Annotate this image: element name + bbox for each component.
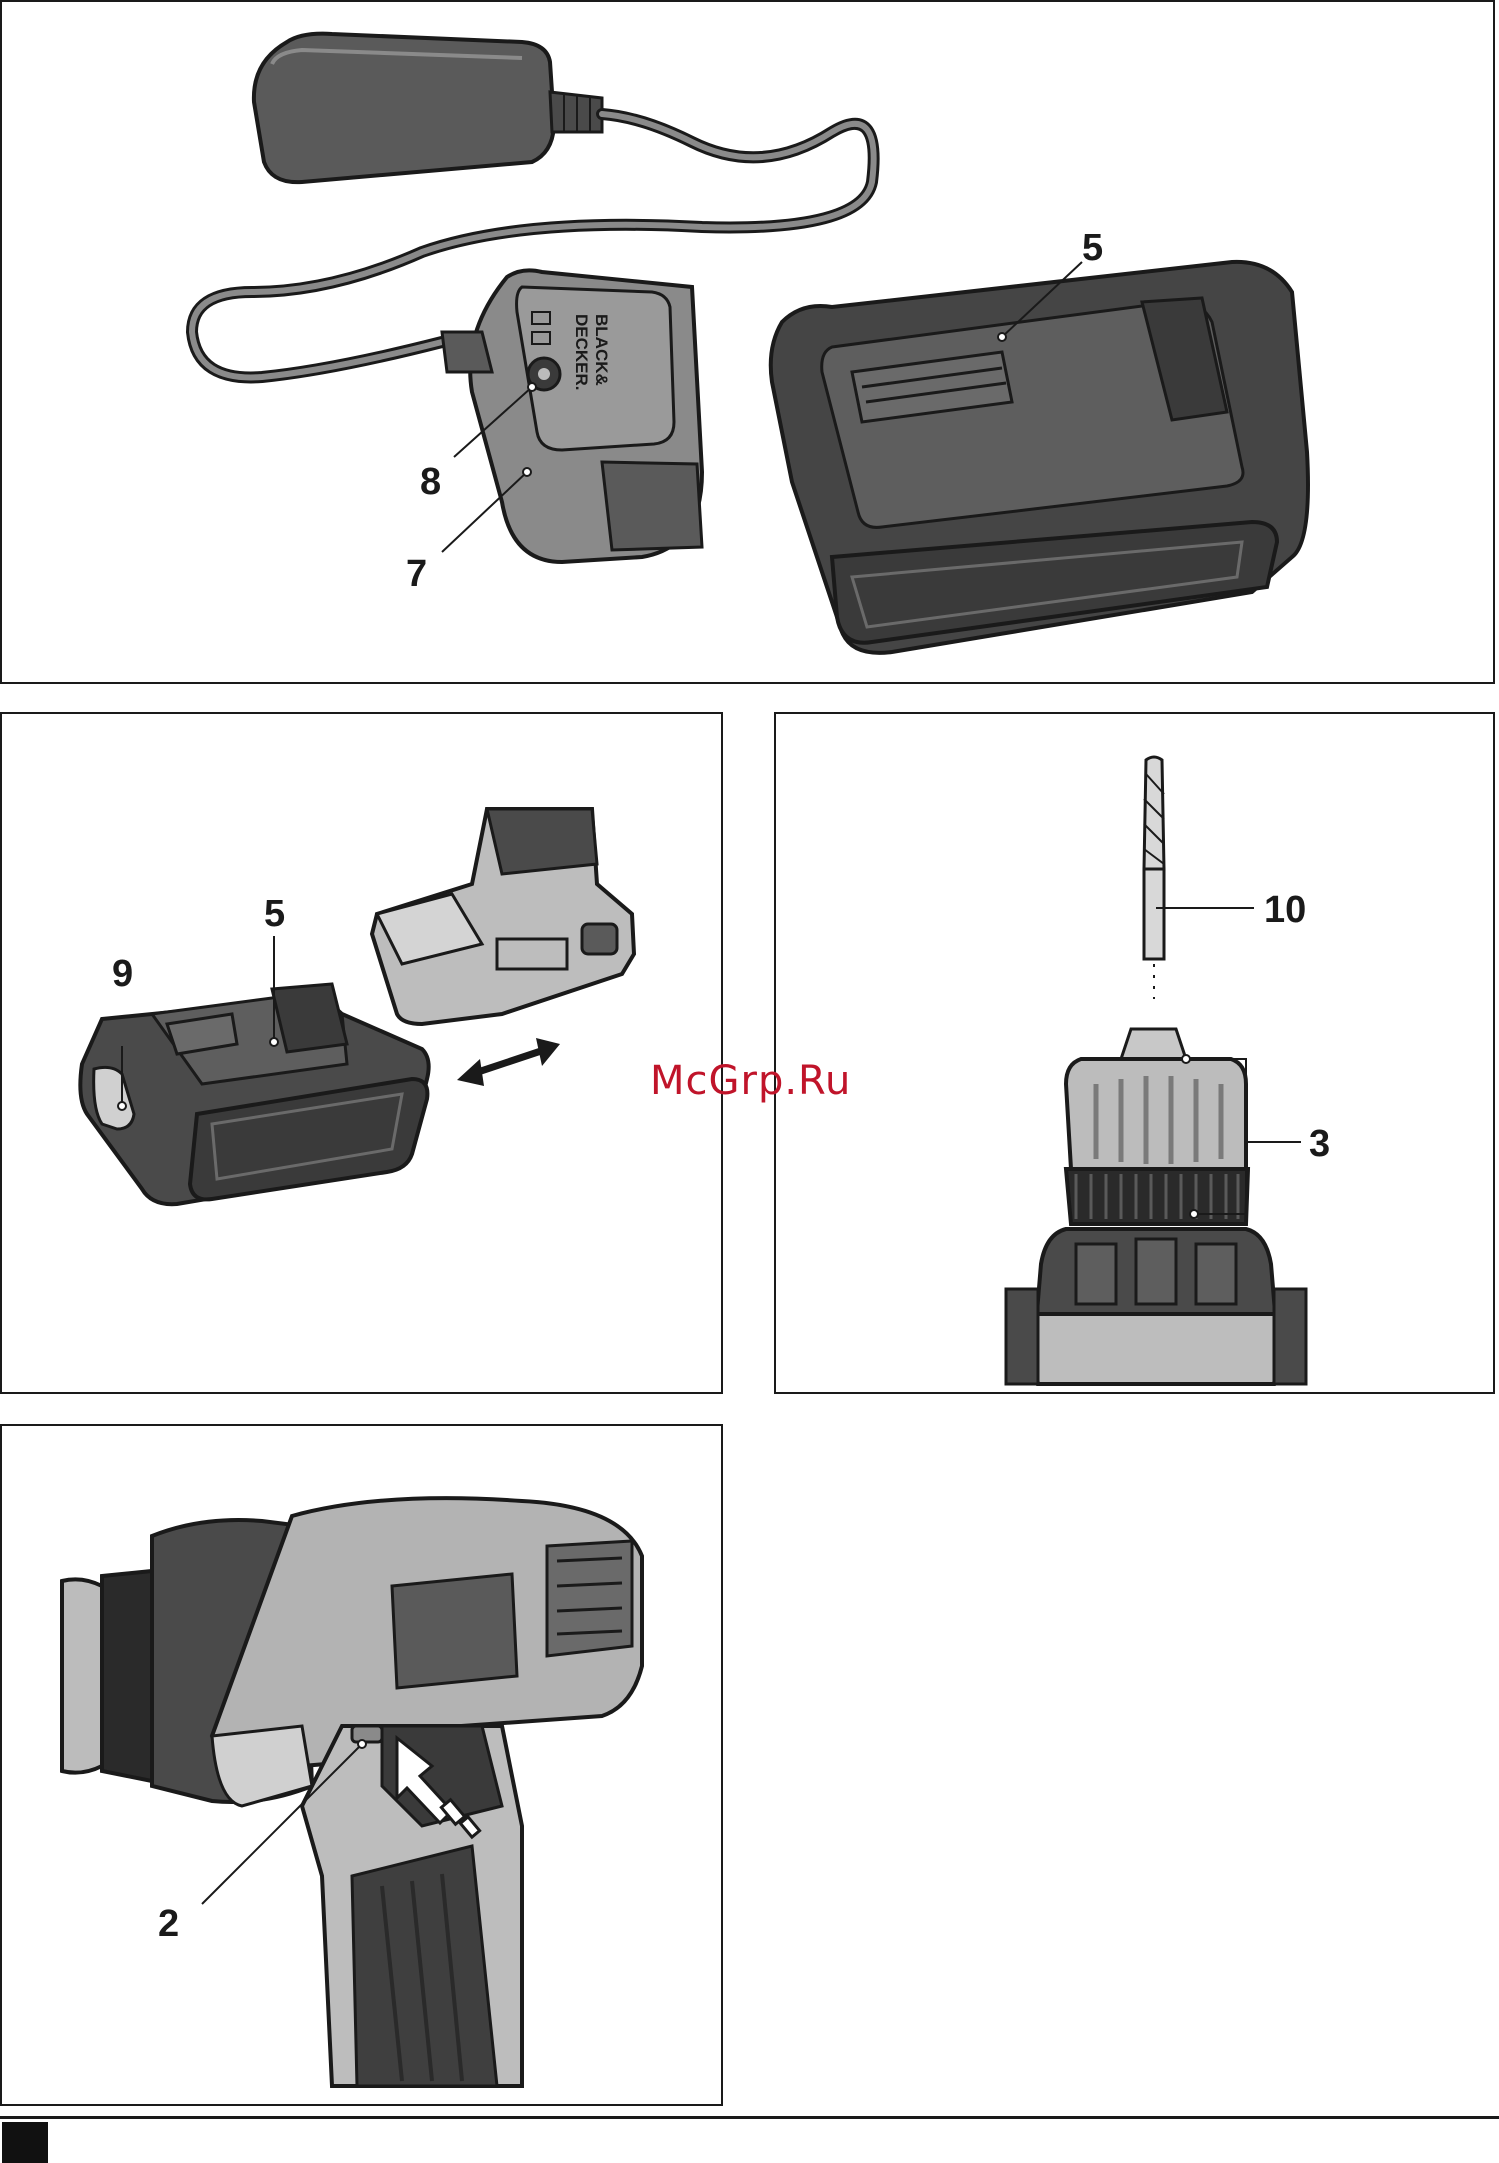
footer-rule bbox=[0, 2116, 1499, 2119]
svg-text:DECKER.: DECKER. bbox=[572, 314, 591, 391]
callout-7: 7 bbox=[406, 553, 427, 595]
figure-charger-panel: BLACK& DECKER. 5 8 7 bbox=[0, 0, 1495, 684]
chuck-illustration: 10 3 bbox=[776, 714, 1495, 1394]
insert-direction-arrow bbox=[457, 1038, 560, 1086]
callout-5: 5 bbox=[264, 893, 285, 935]
footer-page-marker bbox=[2, 2122, 48, 2163]
switch-illustration: 2 bbox=[2, 1426, 723, 2106]
watermark: McGrp.Ru bbox=[650, 1058, 851, 1104]
callout-9: 9 bbox=[112, 953, 133, 995]
svg-text:BLACK&: BLACK& bbox=[592, 314, 611, 386]
callout-8: 8 bbox=[420, 461, 441, 503]
drill-chuck-front bbox=[62, 1579, 102, 1772]
direction-slider bbox=[352, 1726, 382, 1742]
callout-5: 5 bbox=[1082, 227, 1103, 269]
battery-insert-illustration: 9 5 bbox=[2, 714, 723, 1394]
callout-10: 10 bbox=[1264, 889, 1306, 931]
brand-logo: BLACK& DECKER. bbox=[572, 314, 611, 391]
chuck-tip bbox=[1121, 1029, 1186, 1059]
callout-2: 2 bbox=[158, 1903, 179, 1945]
figure-battery-insert-panel: 9 5 bbox=[0, 712, 723, 1394]
figure-switch-panel: 2 bbox=[0, 1424, 723, 2106]
charger-illustration: BLACK& DECKER. 5 8 7 bbox=[2, 2, 1495, 684]
figure-chuck-panel: 10 3 bbox=[774, 712, 1495, 1394]
callout-3: 3 bbox=[1309, 1123, 1330, 1165]
chuck-collar bbox=[1066, 1169, 1248, 1224]
